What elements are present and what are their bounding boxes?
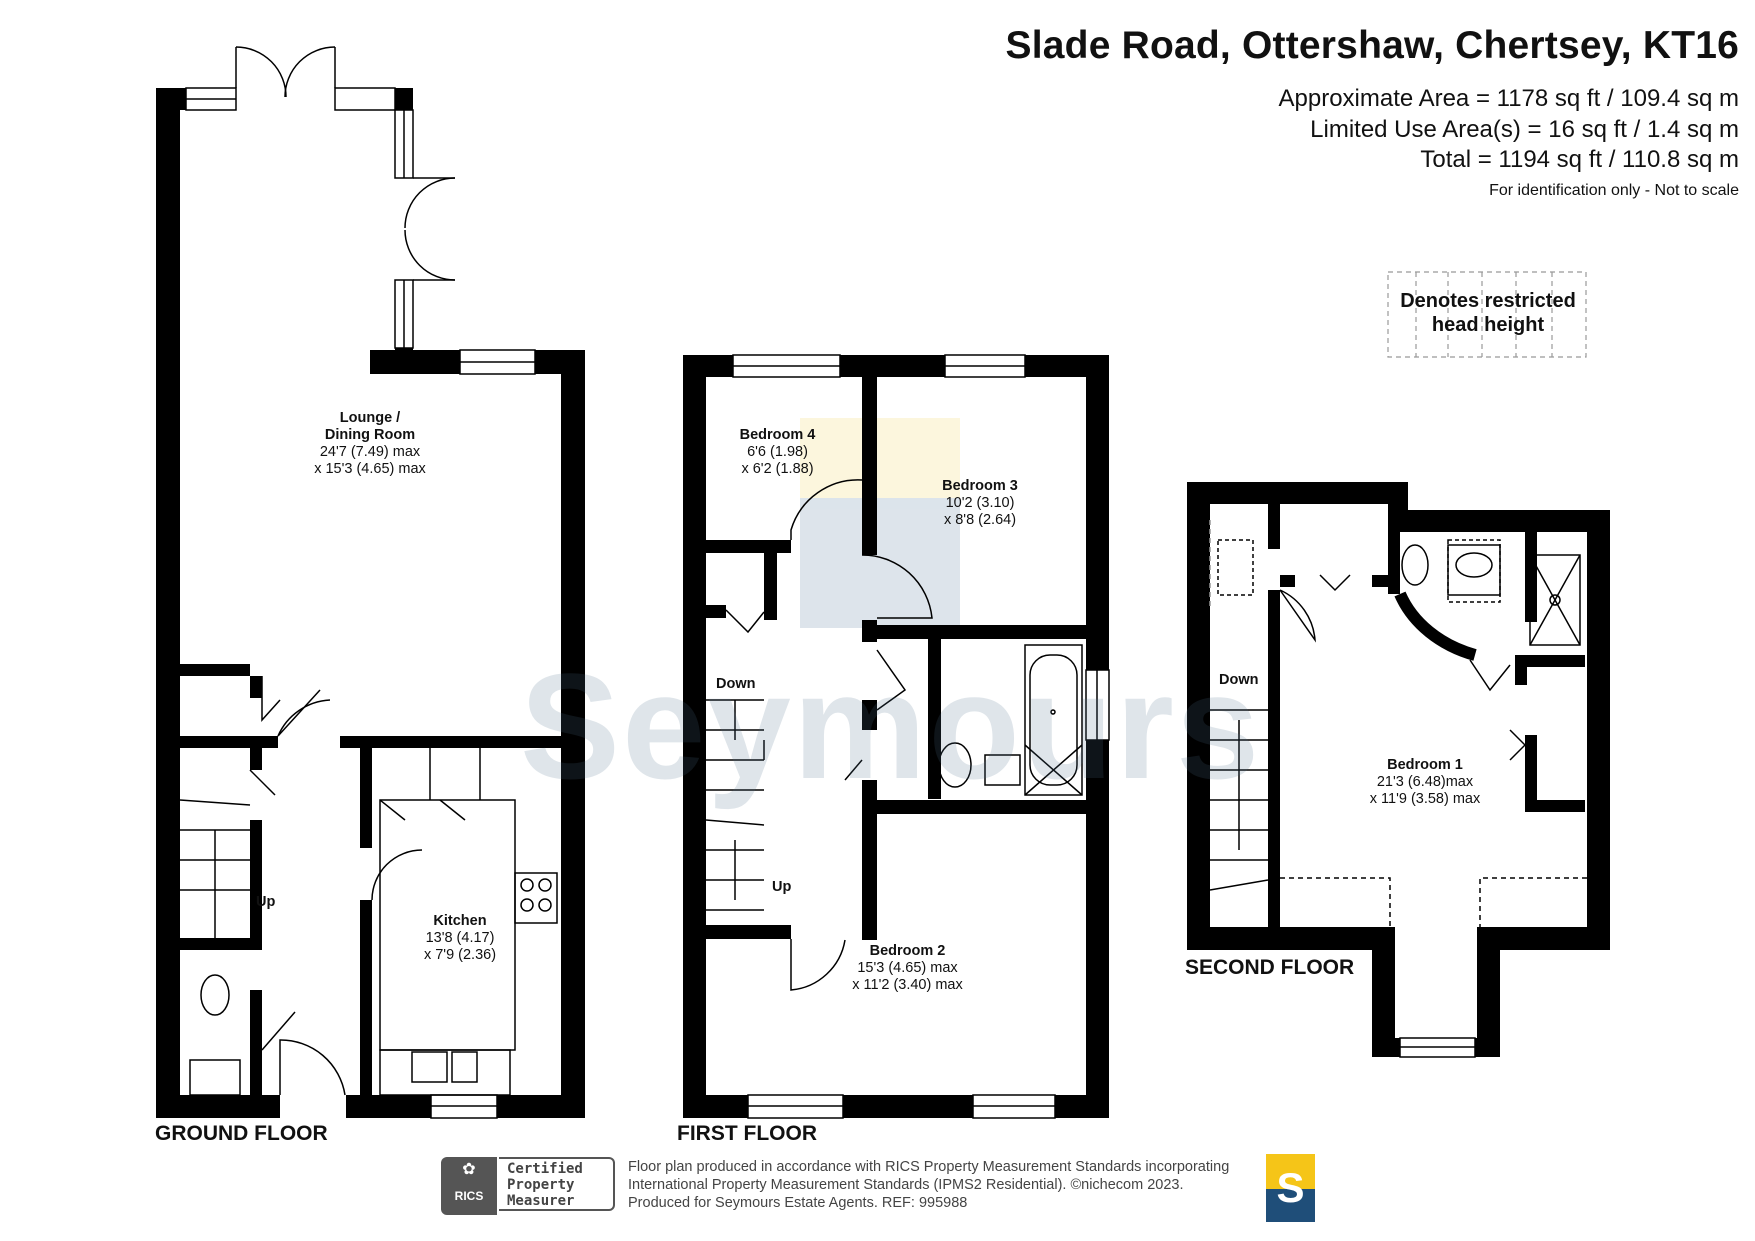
second-floor-plan bbox=[1187, 482, 1610, 1057]
stairs-up-ground: Up bbox=[256, 894, 276, 910]
legend-label: Denotes restricted head height bbox=[1388, 289, 1588, 337]
lounge-dim-2: x 15'3 (4.65) max bbox=[314, 461, 426, 477]
rics-cert-line-1: Certified bbox=[507, 1161, 583, 1177]
rics-cert-line-3: Measurer bbox=[507, 1193, 575, 1209]
kitchen-name: Kitchen bbox=[433, 913, 487, 929]
footer-line-2: International Property Measurement Stand… bbox=[628, 1177, 1184, 1193]
rics-emblem-icon: ✿ bbox=[462, 1161, 476, 1178]
stairs-up-first: Up bbox=[772, 879, 792, 895]
room-label-bedroom-2: Bedroom 2 15'3 (4.65) max x 11'2 (3.40) … bbox=[840, 943, 975, 994]
room-label-lounge: Lounge / Dining Room 24'7 (7.49) max x 1… bbox=[300, 410, 440, 478]
ground-floor-fixtures bbox=[179, 46, 558, 1119]
room-label-bedroom-3: Bedroom 3 10'2 (3.10) x 8'8 (2.64) bbox=[930, 478, 1030, 529]
bedroom3-name: Bedroom 3 bbox=[942, 478, 1018, 494]
bedroom3-dim-2: x 8'8 (2.64) bbox=[943, 512, 1017, 528]
approx-area: Approximate Area = 1178 sq ft / 109.4 sq… bbox=[1278, 85, 1740, 112]
room-label-bedroom-4: Bedroom 4 6'6 (1.98) x 6'2 (1.88) bbox=[725, 427, 830, 478]
bedroom1-dim-2: x 11'9 (3.58) max bbox=[1369, 791, 1481, 807]
lounge-dim-1: 24'7 (7.49) max bbox=[319, 444, 421, 460]
identification-note: For identification only - Not to scale bbox=[1489, 182, 1739, 199]
stairs-down-first: Down bbox=[716, 676, 756, 692]
second-floor-label: SECOND FLOOR bbox=[1185, 956, 1355, 979]
first-floor-fixtures bbox=[705, 354, 1110, 1119]
bedroom1-name: Bedroom 1 bbox=[1387, 757, 1463, 773]
bedroom2-dim-2: x 11'2 (3.40) max bbox=[852, 977, 963, 993]
stairs-down-second: Down bbox=[1219, 672, 1259, 688]
footer-line-1: Floor plan produced in accordance with R… bbox=[628, 1159, 1230, 1175]
legend-line-1: Denotes restricted bbox=[1400, 290, 1576, 312]
bedroom4-dim-1: 6'6 (1.98) bbox=[747, 444, 808, 460]
limited-use-area: Limited Use Area(s) = 16 sq ft / 1.4 sq … bbox=[1310, 116, 1739, 143]
kitchen-dim-2: x 7'9 (2.36) bbox=[423, 947, 497, 963]
bedroom4-dim-2: x 6'2 (1.88) bbox=[741, 461, 814, 477]
lounge-name-2: Dining Room bbox=[324, 427, 416, 443]
bedroom3-dim-1: 10'2 (3.10) bbox=[945, 495, 1015, 511]
rics-logo-text: RICS bbox=[454, 1189, 484, 1203]
lounge-name-1: Lounge / bbox=[339, 410, 401, 426]
footer-line-3: Produced for Seymours Estate Agents. REF… bbox=[628, 1195, 968, 1211]
watermark-logo bbox=[800, 418, 960, 628]
bedroom2-name: Bedroom 2 bbox=[869, 943, 946, 959]
rics-certified-badge: ✿ RICS Certified Property Measurer bbox=[441, 1157, 617, 1215]
first-floor-plan bbox=[683, 355, 1109, 1118]
total-area: Total = 1194 sq ft / 110.8 sq m bbox=[1420, 146, 1739, 173]
watermark-text: Seymours bbox=[520, 642, 1262, 810]
first-floor-label: FIRST FLOOR bbox=[677, 1122, 817, 1145]
bedroom4-name: Bedroom 4 bbox=[739, 427, 816, 443]
ground-floor-label: GROUND FLOOR bbox=[155, 1122, 328, 1145]
bedroom1-dim-1: 21'3 (6.48)max bbox=[1376, 774, 1474, 790]
second-floor-fixtures bbox=[1209, 520, 1587, 1058]
legend-restricted-head-height bbox=[1387, 271, 1587, 358]
legend-line-2: head height bbox=[1431, 314, 1545, 336]
rics-certified-text: Certified Property Measurer bbox=[499, 1157, 615, 1211]
property-title: Slade Road, Ottershaw, Chertsey, KT16 bbox=[1005, 24, 1739, 67]
rics-cert-line-2: Property bbox=[507, 1177, 575, 1193]
room-label-kitchen: Kitchen 13'8 (4.17) x 7'9 (2.36) bbox=[400, 913, 520, 964]
rics-logo: ✿ RICS bbox=[441, 1157, 497, 1215]
kitchen-dim-1: 13'8 (4.17) bbox=[425, 930, 495, 946]
footer-disclaimer: Floor plan produced in accordance with R… bbox=[628, 1158, 1229, 1212]
bedroom2-dim-1: 15'3 (4.65) max bbox=[857, 960, 958, 976]
ground-floor-plan bbox=[156, 88, 585, 1118]
seymours-logo-letter: S bbox=[1276, 1164, 1305, 1211]
room-label-bedroom-1: Bedroom 1 21'3 (6.48)max x 11'9 (3.58) m… bbox=[1355, 757, 1495, 808]
seymours-logo bbox=[1266, 1154, 1315, 1222]
